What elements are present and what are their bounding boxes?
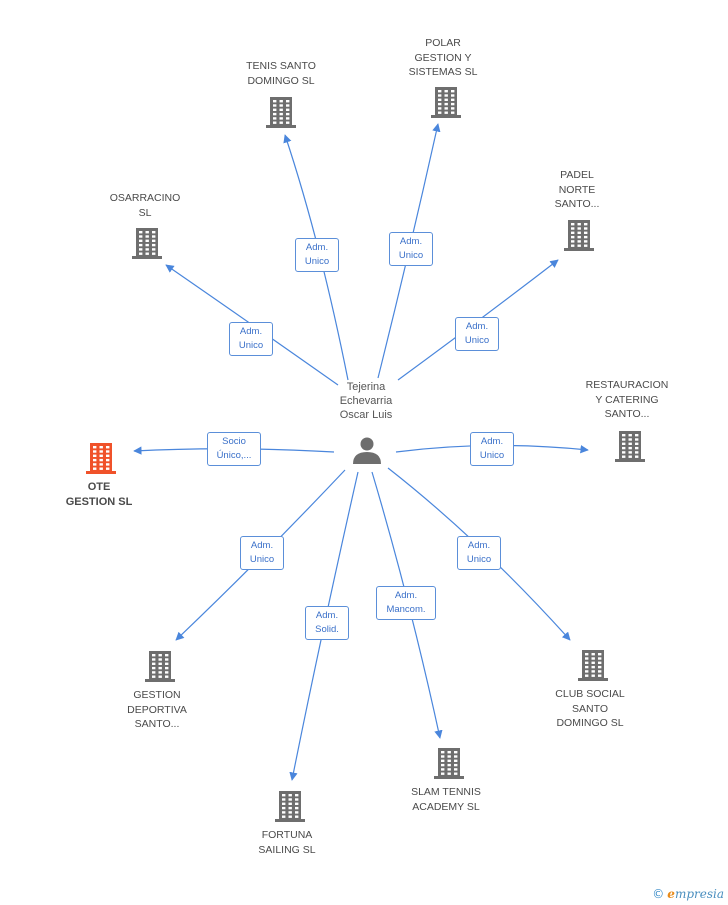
building-icon-tenis[interactable] — [266, 97, 296, 128]
company-label-club[interactable]: CLUB SOCIAL SANTO DOMINGO SL — [555, 688, 625, 729]
building-icon-gestion[interactable] — [145, 651, 175, 682]
company-label-padel[interactable]: PADEL NORTE SANTO... — [554, 169, 600, 210]
company-label-fortuna[interactable]: FORTUNA SAILING SL — [258, 829, 316, 856]
company-label-ote[interactable]: OTE GESTION SL — [65, 481, 133, 508]
company-label-polar[interactable]: POLAR GESTION Y SISTEMAS SL — [408, 37, 478, 78]
building-icon-club[interactable] — [578, 650, 608, 681]
center-person-name[interactable]: Tejerina Echevarria Oscar Luis — [339, 381, 393, 421]
company-label-tenis[interactable]: TENIS SANTO DOMINGO SL — [246, 60, 316, 87]
relation-label-polar: Adm. Unico — [389, 232, 433, 266]
company-label-osarracino[interactable]: OSARRACINO SL — [109, 192, 181, 219]
company-label-restauracion[interactable]: RESTAURACION Y CATERING SANTO... — [585, 379, 669, 420]
relation-label-padel: Adm. Unico — [455, 317, 499, 351]
relation-label-gestion: Adm. Unico — [240, 536, 284, 570]
relation-label-ote: Socio Único,... — [207, 432, 261, 466]
building-icon-padel[interactable] — [564, 220, 594, 251]
building-icon-osarracino[interactable] — [132, 228, 162, 259]
building-icon-ote[interactable] — [86, 443, 116, 474]
building-icon-fortuna[interactable] — [275, 791, 305, 822]
company-label-slam[interactable]: SLAM TENNIS ACADEMY SL — [411, 786, 481, 813]
relation-label-osarracino: Adm. Unico — [229, 322, 273, 356]
company-label-gestion[interactable]: GESTION DEPORTIVA SANTO... — [127, 689, 187, 730]
person-icon[interactable] — [353, 437, 381, 465]
building-icon-slam[interactable] — [434, 748, 464, 779]
building-icon-polar[interactable] — [431, 87, 461, 118]
empresia-logo: ©empresia — [652, 887, 724, 901]
relation-label-fortuna: Adm. Solid. — [305, 606, 349, 640]
relation-label-slam: Adm. Mancom. — [376, 586, 436, 620]
copyright-icon: © — [652, 887, 665, 901]
relation-label-restauracion: Adm. Unico — [470, 432, 514, 466]
building-icon-restauracion[interactable] — [615, 431, 645, 462]
relation-label-club: Adm. Unico — [457, 536, 501, 570]
relation-label-tenis: Adm. Unico — [295, 238, 339, 272]
